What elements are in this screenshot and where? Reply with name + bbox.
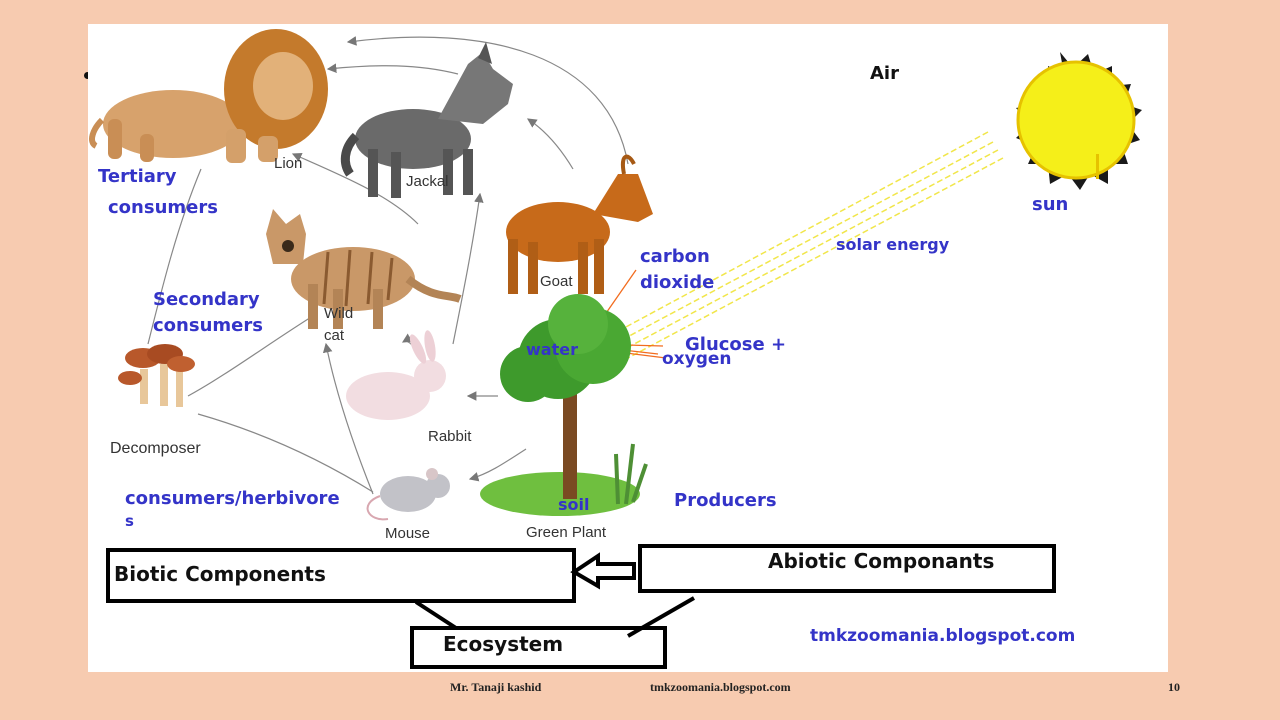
solar-energy-label: solar energy (836, 235, 950, 254)
mouse-label: Mouse (385, 525, 430, 542)
lion-label: Lion (274, 155, 302, 172)
sun-icon (1016, 52, 1142, 190)
green-plant-illustration (480, 294, 646, 516)
wildcat-illustration (266, 209, 460, 329)
secondary-consumers-label: Secondary (153, 289, 260, 310)
green-plant-label: Green Plant (526, 524, 607, 541)
abiotic-components-label: Abiotic Componants (768, 549, 994, 573)
tertiary-consumers-label: Tertiary (98, 166, 177, 187)
secondary-consumers-label-2: consumers (153, 315, 263, 336)
slide-canvas: Lion Jackal Goat Wild cat Rabbit Mouse G… (88, 24, 1168, 672)
carbon-dioxide-label: carbon (640, 246, 710, 267)
ecosystem-label: Ecosystem (443, 632, 563, 656)
biotic-components-box: Biotic Components (108, 550, 574, 601)
ecosystem-box: Ecosystem (412, 628, 665, 667)
wildcat-label: Wild (324, 305, 353, 322)
jackal-label: Jackal (406, 173, 449, 190)
producers-label: Producers (674, 490, 777, 511)
water-label: water (526, 340, 578, 359)
footer-page-number: 10 (1168, 680, 1180, 695)
goat-label: Goat (540, 273, 573, 290)
carbon-dioxide-label-2: dioxide (640, 272, 714, 293)
rabbit-label: Rabbit (428, 428, 472, 445)
rabbit-illustration (346, 329, 446, 420)
wildcat-label-2: cat (324, 327, 345, 344)
air-label: Air (870, 63, 899, 84)
footer-author: Mr. Tanaji kashid (450, 680, 541, 695)
mushroom-illustration (118, 344, 195, 407)
arrow-abiotic-to-biotic (574, 556, 634, 586)
mouse-illustration (368, 468, 450, 519)
website-label: tmkzoomania.blogspot.com (810, 626, 1075, 646)
abiotic-components-box: Abiotic Componants (640, 546, 1054, 591)
primary-consumers-label: consumers/herbivore (125, 488, 340, 509)
soil-label: soil (558, 495, 589, 514)
tertiary-consumers-label-2: consumers (108, 197, 218, 218)
goat-illustration (506, 157, 653, 294)
biotic-components-label: Biotic Components (114, 562, 326, 586)
primary-consumers-label-2: s (125, 512, 134, 530)
sun-label: sun (1032, 194, 1068, 215)
decomposer-label: Decomposer (110, 440, 201, 457)
lion-illustration (92, 29, 328, 163)
oxygen-label: oxygen (662, 349, 732, 369)
footer-website: tmkzoomania.blogspot.com (650, 680, 791, 695)
